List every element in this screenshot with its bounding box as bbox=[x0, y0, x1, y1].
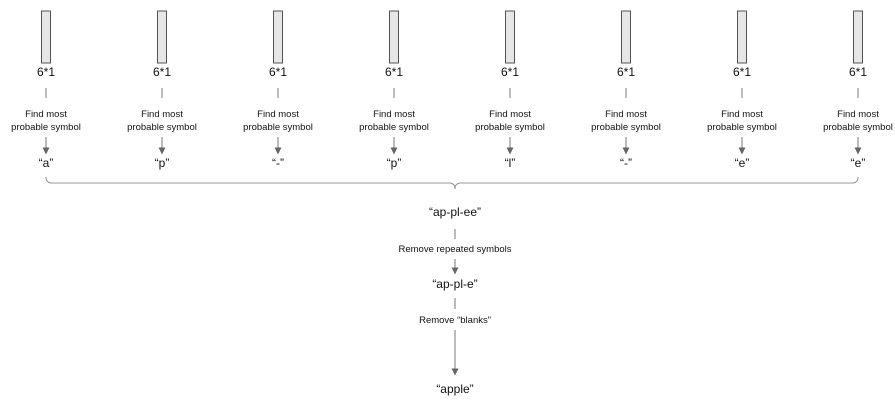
probability-vector bbox=[853, 10, 863, 64]
predicted-symbol: “-” bbox=[620, 156, 632, 170]
step-label-line2: probable symbol bbox=[475, 122, 545, 133]
predicted-symbol: “p” bbox=[155, 156, 170, 170]
probability-vector bbox=[157, 10, 167, 64]
dedup-sequence: “ap-pl-e” bbox=[432, 277, 477, 291]
predicted-symbol: “p” bbox=[387, 156, 402, 170]
vector-dim-label: 6*1 bbox=[153, 65, 171, 79]
step-label-line2: probable symbol bbox=[591, 122, 661, 133]
step-label-line1: Find most bbox=[257, 109, 299, 120]
probability-vector bbox=[389, 10, 399, 64]
remove-repeated-label: Remove repeated symbols bbox=[399, 244, 512, 255]
final-output: “apple” bbox=[436, 382, 473, 396]
probability-vector bbox=[737, 10, 747, 64]
step-label-line1: Find most bbox=[373, 109, 415, 120]
predicted-symbol: “a” bbox=[39, 156, 54, 170]
step-label-line1: Find most bbox=[489, 109, 531, 120]
probability-vector bbox=[505, 10, 515, 64]
probability-vector bbox=[621, 10, 631, 64]
step-label-line2: probable symbol bbox=[707, 122, 777, 133]
step-label-line1: Find most bbox=[141, 109, 183, 120]
step-label-line1: Find most bbox=[837, 109, 879, 120]
vector-dim-label: 6*1 bbox=[733, 65, 751, 79]
step-label-line1: Find most bbox=[605, 109, 647, 120]
step-label-line1: Find most bbox=[721, 109, 763, 120]
step-label-line2: probable symbol bbox=[11, 122, 81, 133]
step-label-line1: Find most bbox=[25, 109, 67, 120]
vector-dim-label: 6*1 bbox=[617, 65, 635, 79]
merged-sequence: “ap-pl-ee” bbox=[429, 205, 481, 219]
predicted-symbol: “-” bbox=[272, 156, 284, 170]
probability-vector bbox=[41, 10, 51, 64]
vector-dim-label: 6*1 bbox=[385, 65, 403, 79]
step-label-line2: probable symbol bbox=[359, 122, 429, 133]
predicted-symbol: “e” bbox=[735, 156, 750, 170]
probability-vector bbox=[273, 10, 283, 64]
vector-dim-label: 6*1 bbox=[849, 65, 867, 79]
vector-dim-label: 6*1 bbox=[501, 65, 519, 79]
step-label-line2: probable symbol bbox=[823, 122, 893, 133]
vector-dim-label: 6*1 bbox=[269, 65, 287, 79]
predicted-symbol: “e” bbox=[851, 156, 866, 170]
merge-brace bbox=[45, 176, 859, 190]
predicted-symbol: “l” bbox=[505, 156, 516, 170]
step-label-line2: probable symbol bbox=[243, 122, 313, 133]
step-label-line2: probable symbol bbox=[127, 122, 197, 133]
vector-dim-label: 6*1 bbox=[37, 65, 55, 79]
remove-blanks-label: Remove “blanks” bbox=[419, 315, 491, 326]
